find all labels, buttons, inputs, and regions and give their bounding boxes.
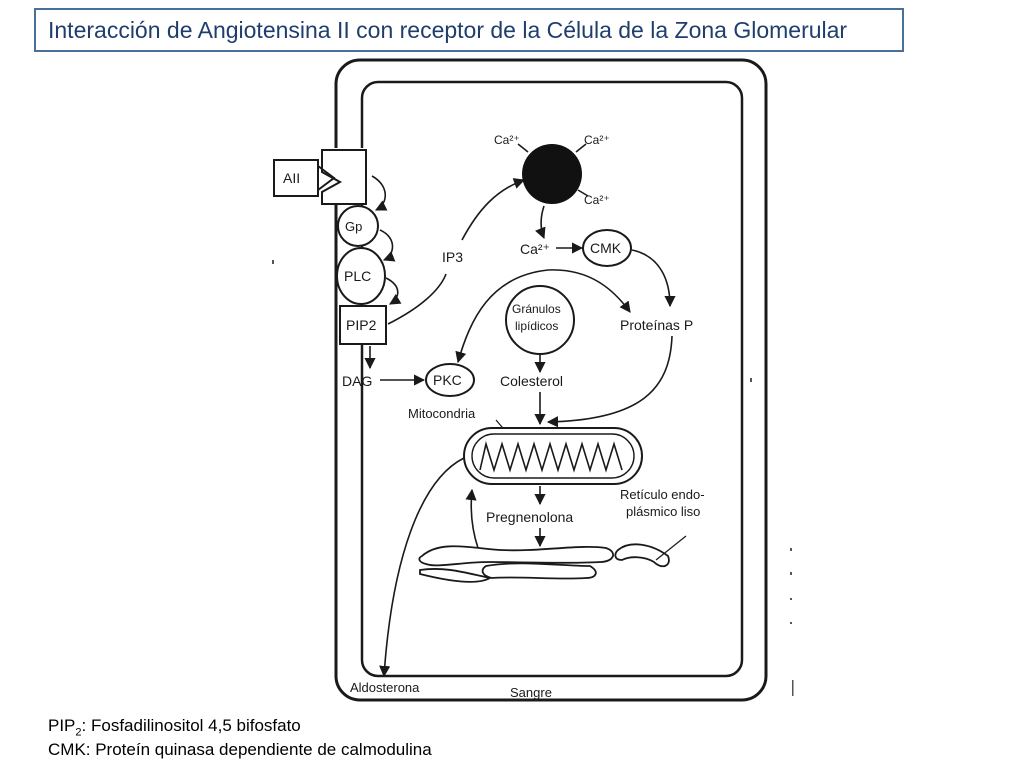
label-ca-mid: Ca²⁺ [520, 241, 550, 257]
calcium-store [522, 144, 582, 204]
title-box: Interacción de Angiotensina II con recep… [34, 8, 904, 52]
pip2-box [339, 305, 387, 345]
mitochondrion [463, 427, 643, 485]
label-gp: Gp [345, 219, 362, 234]
label-pip2: PIP2 [346, 317, 377, 333]
arrow-rel-mito [465, 488, 479, 549]
reticulo-pointer [655, 535, 687, 561]
cell-membrane-inner [360, 80, 744, 678]
arrow-gp-plc [379, 229, 396, 262]
arrow-plc-pip2 [385, 277, 402, 305]
label-plc: PLC [344, 268, 371, 284]
legend-pip2-prefix: PIP [48, 716, 76, 735]
label-ca-top-left: Ca²⁺ [494, 133, 520, 147]
label-dag: DAG [342, 373, 372, 389]
label-sangre: Sangre [510, 685, 552, 700]
label-pkc: PKC [433, 372, 462, 388]
label-granulos-1: Gránulos [512, 302, 561, 316]
arrow-pkc-proteinas [455, 269, 631, 364]
label-proteinas: Proteínas P [620, 317, 693, 333]
smooth-er [418, 543, 670, 583]
label-ip3: IP3 [442, 249, 463, 265]
pkc-enzyme [425, 363, 475, 397]
label-pregnenolona: Pregnenolona [486, 509, 573, 525]
label-colesterol: Colesterol [500, 373, 563, 389]
plc-enzyme [336, 247, 386, 305]
arrow-pip2-ip3 [387, 273, 447, 325]
legend-pip2: PIP2: Fosfadilinositol 4,5 bifosfato [48, 716, 301, 738]
arrow-store-ca [535, 205, 546, 240]
cell-membrane-outer [334, 58, 768, 702]
page-title: Interacción de Angiotensina II con recep… [48, 16, 848, 43]
label-ca-top-right: Ca²⁺ [584, 133, 610, 147]
legend-cmk: CMK: Proteín quinasa dependiente de calm… [48, 740, 432, 759]
legend-pip2-sub: 2 [75, 726, 82, 739]
label-ca-right: Ca²⁺ [584, 193, 610, 207]
label-reticulo-2: plásmico liso [626, 504, 700, 519]
label-granulos-2: lipídicos [515, 319, 558, 333]
gp-protein [337, 205, 379, 247]
cmk-enzyme [582, 229, 632, 267]
arrow-proteinas-mito [546, 335, 673, 428]
label-all: AII [283, 170, 300, 186]
label-mitocondria: Mitocondria [408, 406, 476, 421]
receptor [273, 149, 367, 205]
arrow-ip3-store [461, 178, 526, 241]
angiotensin-ii-box [273, 159, 319, 197]
arrow-receptor-gp [371, 175, 388, 211]
arrow-cmk-proteinas [631, 249, 676, 308]
scan-marks [272, 260, 794, 696]
label-cmk: CMK [590, 240, 622, 256]
legend-pip2-text: : Fosfadilinositol 4,5 bifosfato [81, 716, 301, 735]
arrow-mito-aldosterona [379, 457, 465, 678]
label-reticulo-1: Retículo endo- [620, 487, 705, 502]
label-aldosterona: Aldosterona [350, 680, 420, 695]
